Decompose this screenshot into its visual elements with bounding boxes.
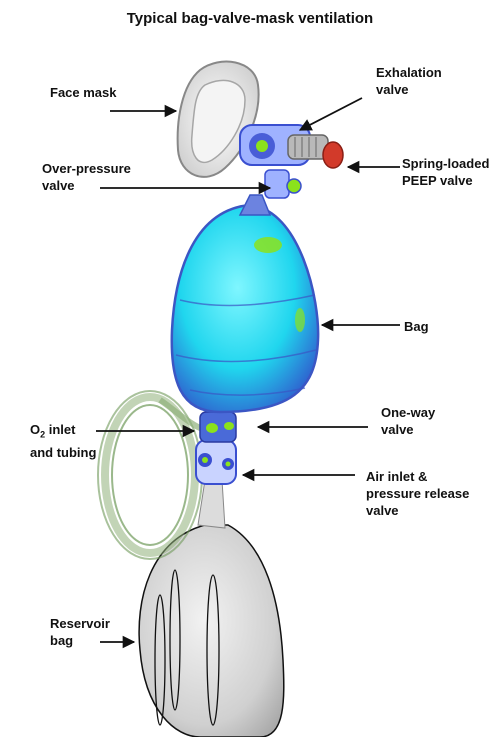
label-reservoir-line2: bag xyxy=(50,633,74,648)
exhalation-valve xyxy=(239,124,329,166)
label-air-inlet-line3: valve xyxy=(366,503,399,518)
diagram-title: Typical bag-valve-mask ventilation xyxy=(126,10,374,27)
label-one-way-line1: One-way xyxy=(381,405,436,420)
label-peep-valve: Spring-loaded PEEP valve xyxy=(402,155,489,189)
peep-valve xyxy=(322,141,344,169)
label-bag: Bag xyxy=(404,318,429,335)
label-o2-line2: and tubing xyxy=(30,444,97,460)
label-peep-line1: Spring-loaded xyxy=(402,156,490,171)
over-pressure-valve xyxy=(264,169,302,199)
label-air-inlet-line1: Air inlet & xyxy=(366,469,428,484)
label-o2-inlet: O2 inlet and tubing xyxy=(30,421,96,461)
label-o2-sub: 2 xyxy=(40,429,46,440)
label-exhalation-line2: valve xyxy=(376,82,409,97)
ventilation-bag xyxy=(170,194,320,414)
face-mask xyxy=(176,60,260,178)
one-way-valve xyxy=(199,411,237,443)
label-one-way-line2: valve xyxy=(381,422,414,437)
label-reservoir-bag: Reservoir bag xyxy=(50,615,110,649)
label-air-inlet: Air inlet & pressure release valve xyxy=(366,468,469,519)
label-exhalation-line1: Exhalation xyxy=(376,65,442,80)
label-air-inlet-line2: pressure release xyxy=(366,486,470,501)
air-inlet-valve xyxy=(195,439,237,485)
label-bag-text: Bag xyxy=(404,319,429,334)
label-over-pressure-line1: Over-pressure xyxy=(42,161,131,176)
label-o2-o: O xyxy=(30,422,41,437)
label-peep-line2: PEEP valve xyxy=(402,173,473,188)
reservoir-bag xyxy=(138,524,285,737)
label-exhalation-valve: Exhalation valve xyxy=(376,64,442,98)
label-face-mask-text: Face mask xyxy=(50,85,117,100)
label-o2-line1: O2 inlet xyxy=(30,421,96,444)
label-reservoir-line1: Reservoir xyxy=(50,616,110,631)
label-over-pressure-valve: Over-pressure valve xyxy=(42,160,131,194)
pointer-arrows xyxy=(96,97,400,649)
label-face-mask: Face mask xyxy=(50,84,117,101)
label-one-way-valve: One-way valve xyxy=(381,404,435,438)
label-over-pressure-line2: valve xyxy=(42,178,75,193)
label-o2-rest: inlet xyxy=(45,422,76,437)
